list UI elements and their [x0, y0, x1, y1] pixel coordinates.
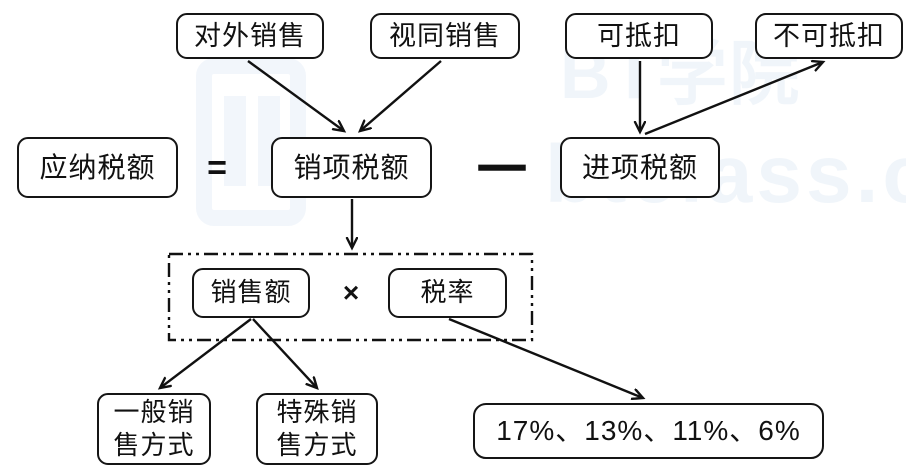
- node-deemed-sales: 视同销售: [370, 13, 520, 59]
- sales-times-rate-group-border: [167, 252, 534, 342]
- node-tax-payable-label: 应纳税额: [39, 151, 156, 183]
- node-deductible: 可抵扣: [565, 13, 713, 59]
- node-input-tax-label: 进项税额: [581, 151, 698, 183]
- edge-sales-amount-to-general-sales: [160, 318, 252, 388]
- edge-external-sales-to-output-tax: [247, 60, 344, 131]
- node-deductible-label: 可抵扣: [597, 20, 681, 51]
- node-rates-label: 17%、13%、11%、6%: [496, 415, 801, 447]
- node-sales-amount-label: 销售额: [210, 277, 292, 308]
- edge-sales-amount-to-special-sales: [252, 318, 317, 388]
- node-deemed-sales-label: 视同销售: [389, 20, 501, 51]
- node-external-sales-label: 对外销售: [194, 20, 306, 51]
- node-tax-rate: 税率: [388, 268, 507, 318]
- minus-sign: —: [478, 137, 526, 191]
- node-external-sales: 对外销售: [176, 13, 324, 59]
- edge-input-tax-to-non-deductible: [644, 62, 823, 136]
- edge-deemed-sales-to-output-tax: [360, 60, 442, 131]
- watermark-logo-bar: [224, 96, 246, 186]
- node-non-deductible: 不可抵扣: [755, 13, 903, 59]
- node-sales-amount: 销售额: [192, 268, 310, 318]
- node-special-sales-label: 特殊销 售方式: [276, 396, 357, 463]
- node-special-sales: 特殊销 售方式: [256, 393, 378, 465]
- node-rates: 17%、13%、11%、6%: [473, 403, 824, 459]
- edge-tax-rate-to-rates: [448, 317, 643, 398]
- node-general-sales-line2: 售方式: [113, 430, 195, 460]
- node-input-tax: 进项税额: [560, 137, 720, 198]
- node-general-sales: 一般销 售方式: [97, 393, 211, 465]
- multiply-sign: ×: [342, 277, 360, 308]
- node-non-deductible-label: 不可抵扣: [773, 20, 885, 51]
- node-tax-payable: 应纳税额: [17, 137, 178, 198]
- node-special-sales-line1: 特殊销: [276, 396, 358, 427]
- node-special-sales-line2: 售方式: [276, 430, 358, 460]
- node-output-tax: 销项税额: [271, 137, 432, 198]
- node-general-sales-label: 一般销 售方式: [113, 396, 194, 463]
- equals-sign: =: [207, 148, 227, 187]
- node-general-sales-line1: 一般销: [113, 396, 195, 427]
- node-tax-rate-label: 税率: [420, 277, 475, 308]
- node-output-tax-label: 销项税额: [293, 151, 410, 183]
